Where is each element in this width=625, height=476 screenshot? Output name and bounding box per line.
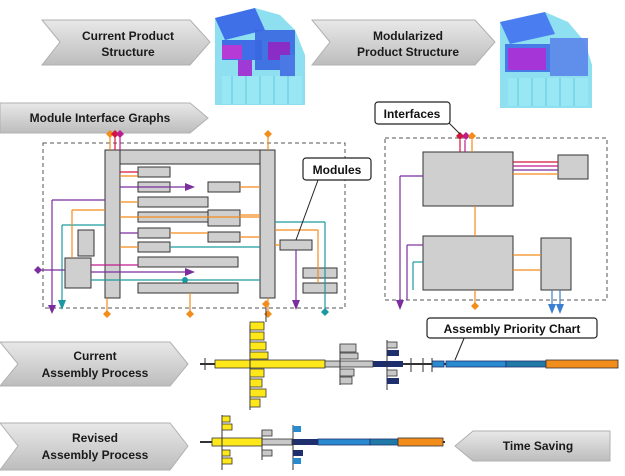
revised-assembly-label-2: Assembly Process	[42, 448, 149, 462]
module-interface-graphs-label: Module Interface Graphs	[30, 111, 171, 125]
current-product-label-1: Current Product	[82, 29, 174, 43]
current-assembly-label-2: Assembly Process	[42, 366, 149, 380]
modularized-product-structure-chevron: Modularized Product Structure	[310, 19, 496, 66]
current-assembly-label-1: Current	[73, 349, 116, 363]
assembly-priority-chart-label: Assembly Priority Chart	[444, 322, 581, 336]
time-saving-label: Time Saving	[503, 439, 573, 453]
modularized-label-2: Product Structure	[357, 45, 459, 59]
time-saving-chevron: Time Saving	[454, 430, 611, 462]
revised-assembly-timeline	[200, 415, 445, 470]
right-interface-graph	[384, 132, 608, 314]
modules-label: Modules	[313, 163, 362, 177]
module-interface-graphs-chevron: Module Interface Graphs	[0, 102, 209, 134]
current-product-structure-chevron: Current Product Structure	[40, 19, 211, 66]
revised-assembly-process-chevron: Revised Assembly Process	[0, 422, 189, 471]
assembly-priority-chart-callout: Assembly Priority Chart	[426, 317, 598, 361]
revised-assembly-label-1: Revised	[72, 431, 118, 445]
current-product-3d-model	[215, 8, 305, 105]
current-assembly-process-chevron: Current Assembly Process	[0, 341, 189, 387]
interfaces-callout: Interfaces	[374, 101, 461, 135]
modules-callout: Modules	[295, 157, 372, 241]
modularized-product-3d-model	[500, 12, 592, 108]
interfaces-label: Interfaces	[384, 107, 441, 121]
modularized-label-1: Modularized	[373, 29, 443, 43]
left-interface-graph	[34, 130, 346, 318]
current-product-label-2: Structure	[101, 45, 155, 59]
current-assembly-timeline	[200, 300, 619, 410]
